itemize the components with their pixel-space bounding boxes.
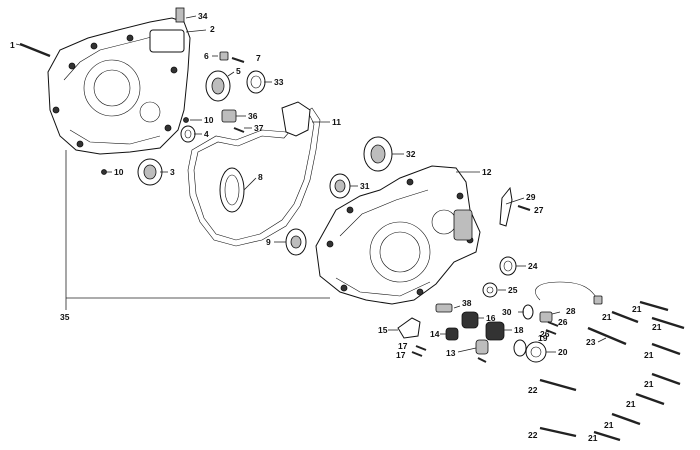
part-label: 8 xyxy=(258,172,263,182)
part-label: 33 xyxy=(274,77,284,87)
part-label: 10 xyxy=(204,115,214,125)
part-label: 20 xyxy=(558,347,568,357)
part-label: 5 xyxy=(236,66,241,76)
bolts xyxy=(19,42,685,442)
part-label: 10 xyxy=(114,167,124,177)
part-label: 37 xyxy=(254,123,264,133)
part-label: 27 xyxy=(534,205,544,215)
part-label: 30 xyxy=(502,307,512,317)
part-label: 21 xyxy=(604,420,614,430)
part-label: 15 xyxy=(378,325,388,335)
part-label: 21 xyxy=(644,379,654,389)
part-label: 22 xyxy=(528,385,538,395)
part-label: 21 xyxy=(588,433,598,443)
small-parts xyxy=(219,51,603,355)
right-crankcase xyxy=(315,165,481,305)
part-label: 36 xyxy=(248,111,258,121)
part-label: 21 xyxy=(626,399,636,409)
part-label: 14 xyxy=(430,329,440,339)
part-label: 26 xyxy=(540,329,550,339)
part-label: 3 xyxy=(170,167,175,177)
leader-lines xyxy=(15,15,607,353)
left-crankcase xyxy=(47,7,191,155)
part-label: 24 xyxy=(528,261,538,271)
part-label: 35 xyxy=(60,312,70,322)
crankcase-gasket xyxy=(187,107,321,247)
part-label: 16 xyxy=(486,313,496,323)
part-label: 4 xyxy=(204,129,209,139)
part-label: 6 xyxy=(204,51,209,61)
part-label: 21 xyxy=(652,322,662,332)
part-label: 28 xyxy=(566,306,576,316)
part-label: 12 xyxy=(482,167,492,177)
part-label: 9 xyxy=(266,237,271,247)
part-label: 38 xyxy=(462,298,472,308)
part-label: 32 xyxy=(406,149,416,159)
part-number-labels: 1 2 3 4 5 6 7 8 9 10 10 11 12 13 14 15 1… xyxy=(10,11,662,443)
part-label: 21 xyxy=(632,304,642,314)
part-label: 18 xyxy=(514,325,524,335)
part-label: 17 xyxy=(396,350,406,360)
part-label: 34 xyxy=(198,11,208,21)
part-label: 31 xyxy=(360,181,370,191)
part-label: 21 xyxy=(602,312,612,322)
part-label: 19 xyxy=(538,333,548,343)
part-label: 22 xyxy=(528,430,538,440)
part-label: 29 xyxy=(526,192,536,202)
part-label: 11 xyxy=(332,117,341,127)
part-label: 7 xyxy=(256,53,261,63)
bearings xyxy=(137,70,547,363)
part-label: 23 xyxy=(586,337,596,347)
part-label: 1 xyxy=(10,40,15,50)
part-label: 17 xyxy=(398,341,408,351)
part-label: 26 xyxy=(558,317,568,327)
part-label: 13 xyxy=(446,348,456,358)
part-label: 25 xyxy=(508,285,518,295)
part-label: 2 xyxy=(210,24,215,34)
part-label: 21 xyxy=(644,350,654,360)
